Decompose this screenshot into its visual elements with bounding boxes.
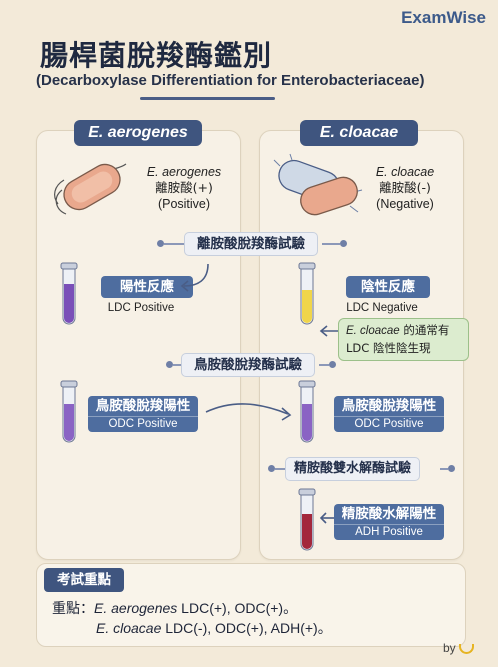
byline: by: [443, 641, 474, 655]
connector-line: [173, 364, 181, 366]
ldc-test-bar: 離胺酸脫羧酶試驗: [184, 232, 318, 256]
left-odc-tube-purple: [60, 380, 78, 443]
banana-icon: [459, 643, 474, 654]
pointer-arrow-icon: [319, 325, 340, 337]
summary-end-2: 。: [317, 621, 332, 637]
connector-dot: [157, 240, 164, 247]
right-odc-result-zh: 鳥胺酸脫羧陽性: [341, 398, 437, 414]
pointer-arrow-icon: [319, 512, 336, 524]
right-adh-result: 精胺酸水解陽性 ADH Positive: [334, 504, 444, 540]
left-ldc-result-badge: 陽性反應: [101, 276, 193, 298]
cross-arrow-icon: [205, 403, 292, 421]
e-aerogenes-bacterium-illustration: [54, 163, 127, 215]
connector-dot: [329, 361, 336, 368]
left-lysine-status: (Positive): [157, 197, 211, 211]
summary-prefix: 重點：: [52, 601, 94, 617]
connector-dot: [268, 465, 275, 472]
right-ldc-result-badge: 陰性反應: [346, 276, 430, 298]
note-text-line2: LDC 陰性陰生現: [346, 341, 431, 355]
adh-test-bar: 精胺酸雙水解酶試驗: [285, 457, 421, 481]
connector-line: [275, 468, 285, 470]
left-ldc-tube-purple: [60, 262, 78, 325]
brand-logo: ExamWise: [401, 8, 486, 27]
right-lysine-reaction: 離胺酸(-): [379, 180, 431, 195]
odc-test-bar: 鳥胺酸脫羧酶試驗: [181, 353, 315, 377]
connector-line: [164, 243, 184, 245]
right-adh-result-zh: 精胺酸水解陽性: [341, 506, 437, 522]
page-subtitle: (Decarboxylase Differentiation for Enter…: [36, 72, 425, 89]
summary-line-1: 重點：E. aerogenes LDC(+), ODC(+)。: [52, 598, 297, 618]
left-ldc-result-text: LDC Positive: [107, 302, 175, 314]
connector-dot: [448, 465, 455, 472]
left-lysine-reaction: 離胺酸(+): [155, 180, 213, 195]
right-ldc-result-text: LDC Negative: [346, 302, 418, 314]
right-odc-tube-purple: [298, 380, 316, 443]
summary-species-1: E. aerogenes: [94, 600, 178, 616]
left-odc-result: 鳥胺酸脫羧陽性 ODC Positive: [88, 396, 198, 432]
summary-values-2: LDC(-), ODC(+), ADH(+): [161, 620, 318, 636]
right-adh-tube-red: [298, 488, 316, 551]
left-header-tag: E. aerogenes: [74, 120, 202, 146]
right-ldc-tube-yellow: [298, 262, 316, 325]
curved-arrow-icon: [180, 263, 209, 292]
byline-text: by: [442, 641, 456, 655]
summary-heading: 考試重點: [44, 568, 124, 592]
connector-line: [322, 243, 340, 245]
left-odc-result-zh: 鳥胺酸脫羧陽性: [95, 398, 191, 414]
e-cloacae-bacterium-illustration: [273, 153, 363, 216]
right-adh-result-en: ADH Positive: [334, 524, 444, 540]
connector-line: [440, 468, 448, 470]
note-text: 的通常有: [399, 323, 450, 337]
summary-line-2: E. cloacae LDC(-), ODC(+), ADH(+)。: [96, 618, 332, 638]
title-underline: [140, 97, 275, 100]
left-species-name: E. aerogenes: [146, 165, 222, 179]
right-species-name: E. cloacae: [375, 165, 435, 179]
right-species-label: E. cloacae 離胺酸(-) (Negative): [360, 164, 450, 212]
left-odc-result-en: ODC Positive: [88, 416, 198, 432]
left-species-label: E. aerogenes 離胺酸(+) (Positive): [136, 164, 232, 212]
connector-dot: [340, 240, 347, 247]
right-lysine-status: (Negative): [376, 197, 434, 211]
connector-dot: [166, 361, 173, 368]
page-title: 腸桿菌脫羧酶鑑別: [40, 39, 273, 72]
right-header-tag: E. cloacae: [300, 120, 418, 146]
summary-species-2: E. cloacae: [96, 620, 162, 636]
right-odc-result: 鳥胺酸脫羧陽性 ODC Positive: [334, 396, 444, 432]
connector-line: [319, 364, 329, 366]
summary-end-1: 。: [283, 601, 298, 617]
note-species: E. cloacae: [346, 325, 400, 337]
e-cloacae-note: E. cloacae 的通常有 LDC 陰性陰生現: [338, 318, 469, 361]
right-odc-result-en: ODC Positive: [334, 416, 444, 432]
summary-values-1: LDC(+), ODC(+): [177, 600, 284, 616]
